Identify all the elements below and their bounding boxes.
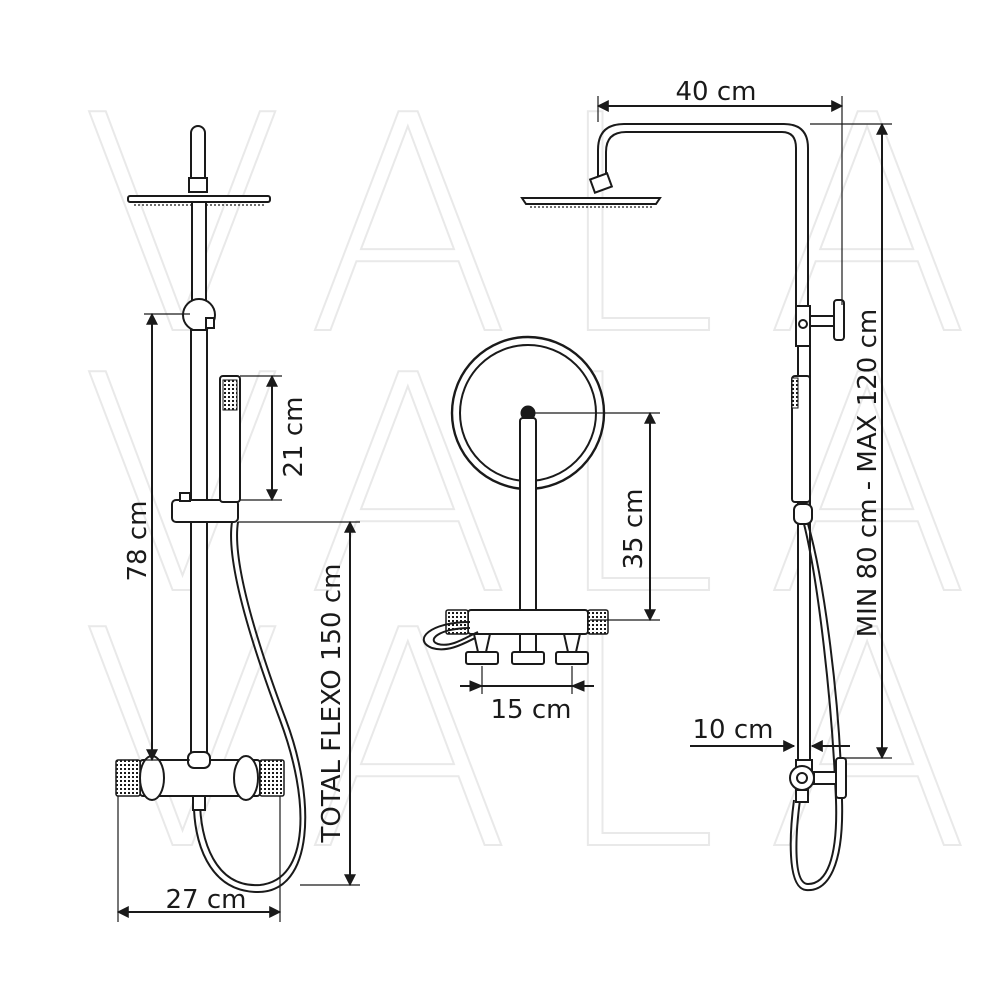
side-mixer-body xyxy=(789,765,815,791)
dimension-lines xyxy=(116,96,892,922)
front-slider xyxy=(171,499,239,523)
side-diverter-dot xyxy=(798,319,808,329)
top-inlet-left-flange xyxy=(465,651,499,665)
front-upper-column xyxy=(191,201,207,315)
side-hose-inner xyxy=(789,523,844,892)
front-head-connector xyxy=(188,177,208,193)
front-mixer-handle-left xyxy=(115,759,141,797)
side-diverter-knob xyxy=(833,299,845,341)
front-hose-inner xyxy=(192,521,307,894)
top-inlet-right-flange xyxy=(555,651,589,665)
dim-15-arrow-left xyxy=(469,680,484,692)
top-column xyxy=(519,417,537,617)
front-mixer-eccentric-left xyxy=(139,755,165,801)
label-slider-range: 78 cm xyxy=(123,501,153,582)
top-mixer-body xyxy=(467,609,589,635)
front-mixer-outlet xyxy=(192,795,206,811)
side-mixer-center xyxy=(796,772,808,784)
label-wall-arm-height: 35 cm xyxy=(619,489,649,570)
top-hose-loop-inner xyxy=(432,627,479,646)
front-hose-outer xyxy=(199,521,302,887)
top-inlet-left-neck xyxy=(472,633,492,653)
side-hose-outer xyxy=(795,523,838,886)
top-outlet-flange xyxy=(511,651,545,665)
side-slider xyxy=(793,503,813,525)
side-mixer-flange xyxy=(835,757,847,799)
side-diverter-stem xyxy=(809,315,837,327)
front-mixer-handle-right xyxy=(259,759,285,797)
side-view xyxy=(520,123,847,892)
side-hand-shower-face xyxy=(791,377,799,409)
side-arm-outer xyxy=(597,123,809,306)
side-head-connector xyxy=(588,172,614,194)
top-mixer-handle-right xyxy=(587,609,609,635)
top-hose-loop-outer xyxy=(422,621,485,651)
front-slider-knob xyxy=(179,492,191,502)
side-rain-head xyxy=(520,197,662,205)
label-inlet-spacing: 15 cm xyxy=(491,695,572,725)
label-head-arm-width: 40 cm xyxy=(676,77,757,107)
front-column-nut xyxy=(187,751,211,769)
label-hose-length: TOTAL FLEXO 150 cm xyxy=(317,563,347,843)
front-hand-shower-face xyxy=(222,379,238,411)
front-lower-column xyxy=(190,329,208,761)
front-diverter-tab xyxy=(205,317,215,329)
front-view xyxy=(115,125,307,894)
label-handshower-length: 21 cm xyxy=(279,397,309,478)
top-inlet-right-neck xyxy=(562,633,582,653)
side-mixer-eccentric xyxy=(813,771,839,785)
label-column-height-range: MIN 80 cm - MAX 120 cm xyxy=(853,309,883,638)
top-outlet-neck xyxy=(519,633,537,653)
side-arm-inner xyxy=(605,131,797,306)
dim-15-arrow-right xyxy=(570,680,585,692)
dimension-labels: 40 cm MIN 80 cm - MAX 120 cm 10 cm 35 cm… xyxy=(123,77,883,915)
label-wall-offset: 10 cm xyxy=(693,715,774,745)
side-mixer-outlet xyxy=(795,789,809,803)
top-view xyxy=(422,335,609,665)
label-mixer-width: 27 cm xyxy=(166,885,247,915)
front-mixer-eccentric-right xyxy=(233,755,259,801)
